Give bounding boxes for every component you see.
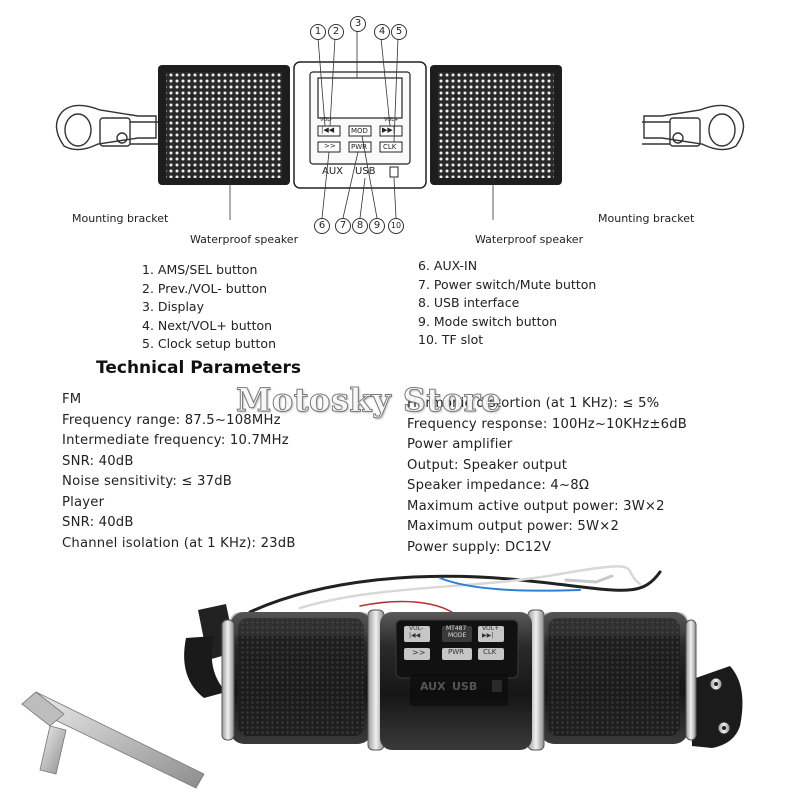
clk-button <box>379 141 403 153</box>
speaker-left <box>158 65 290 185</box>
legend-item: 2. Prev./VOL- button <box>142 280 268 296</box>
callout-2: 2 <box>328 24 344 40</box>
legend-item: 6. AUX-IN <box>418 258 478 273</box>
photo-mode-button <box>442 626 472 642</box>
param-line: SNR: 40dB <box>62 515 134 530</box>
label-speaker-left: Waterproof speaker <box>190 233 299 246</box>
callout-6: 6 <box>314 218 330 234</box>
photo-ams-button <box>404 648 430 660</box>
next-button <box>379 125 403 137</box>
params-right: Harmonic distortion (at 1 KHz): ≤ 5% Fre… <box>407 394 687 558</box>
photo-vol-minus-text: VOL- <box>409 625 424 632</box>
legend-right: 6. AUX-IN 7. Power switch/Mute button 8.… <box>418 257 596 350</box>
legend-left: 1. AMS/SEL button 2. Prev./VOL- button 3… <box>142 261 276 354</box>
callout-4: 4 <box>374 24 390 40</box>
callout-8: 8 <box>352 218 368 234</box>
callout-1: 1 <box>310 24 326 40</box>
mounting-bracket-right <box>642 104 745 151</box>
param-line: Harmonic distortion (at 1 KHz): ≤ 5% <box>407 396 660 411</box>
photo-vol-plus-symbol: ▶▶| <box>482 632 494 639</box>
param-line: SNR: 40dB <box>62 453 134 469</box>
label-bracket-left: Mounting bracket <box>72 212 169 225</box>
param-line: FM <box>62 392 82 407</box>
legend-item: 10. TF slot <box>418 332 484 347</box>
legend-item: 1. AMS/SEL button <box>142 262 258 277</box>
photo-mode-top-text: MT487 <box>446 625 467 632</box>
photo-aux-text: AUX <box>420 680 446 693</box>
store-watermark: Motosky Store <box>236 381 502 420</box>
param-line: Output: Speaker output <box>407 457 568 473</box>
hex-key-tool <box>21 691 205 789</box>
params-title: Technical Parameters <box>96 358 302 378</box>
speaker-cylinder-right <box>540 612 688 744</box>
param-line: Power amplifier <box>407 437 513 452</box>
photo-vol-plus-button <box>478 626 504 642</box>
label-speaker-right: Waterproof speaker <box>475 233 584 246</box>
ams-button-label: >> <box>324 142 336 150</box>
vol-plus-tag: VOL+ <box>384 117 399 123</box>
params-left: FM Frequency range: 87.5~108MHz Intermed… <box>62 390 296 554</box>
param-line: Channel isolation (at 1 KHz): 23dB <box>62 535 296 551</box>
handlebar-clamp-right <box>690 666 743 748</box>
photo-pwr-text: PWR <box>448 648 465 656</box>
mod-button-label: MOD <box>351 127 368 135</box>
photo-pwr-button <box>442 648 472 660</box>
photo-vol-minus-symbol: |◀◀ <box>409 632 421 639</box>
legend-item: 4. Next/VOL+ button <box>142 317 273 333</box>
usb-label: USB <box>355 166 376 177</box>
tf-slot <box>389 166 399 178</box>
clk-button-label: CLK <box>383 143 397 151</box>
photo-clk-text: CLK <box>483 648 497 656</box>
legend-item: 7. Power switch/Mute button <box>418 276 597 292</box>
param-line: Noise sensitivity: ≤ 37dB <box>62 474 233 489</box>
product-photo <box>21 565 743 789</box>
speaker-cylinder-left <box>230 612 372 744</box>
legend-item: 8. USB interface <box>418 295 520 310</box>
param-line: Maximum output power: 5W×2 <box>407 519 620 534</box>
photo-mode-text: MODE <box>448 632 467 639</box>
photo-usb-text: USB <box>452 680 478 693</box>
control-cylinder <box>380 612 532 750</box>
power-wires <box>248 565 662 619</box>
control-unit <box>229 30 494 220</box>
callout-3: 3 <box>350 16 366 32</box>
vol-minus-tag: VOL- <box>320 117 332 123</box>
label-bracket-right: Mounting bracket <box>598 212 695 225</box>
photo-vol-plus-text: VOL+ <box>482 625 500 632</box>
speaker-right <box>430 65 562 185</box>
legend-item: 3. Display <box>142 299 204 314</box>
callout-5: 5 <box>391 24 407 40</box>
callout-9: 9 <box>369 218 385 234</box>
param-line: Maximum active output power: 3W×2 <box>407 498 665 514</box>
product-diagram <box>55 30 745 220</box>
callout-10: 10 <box>388 218 404 234</box>
next-button-label: ▶▶| <box>382 126 396 134</box>
legend-item: 9. Mode switch button <box>418 313 558 329</box>
param-line: Frequency response: 100Hz~10KHz±6dB <box>407 416 688 432</box>
prev-button-label: |◀◀ <box>321 126 335 134</box>
callout-7: 7 <box>335 218 351 234</box>
mod-button <box>348 125 372 137</box>
param-line: Frequency range: 87.5~108MHz <box>62 412 281 428</box>
param-line: Intermediate frequency: 10.7MHz <box>62 433 289 448</box>
prev-button <box>317 125 341 137</box>
pwr-button-label: PWR <box>351 143 368 151</box>
param-line: Power supply: DC12V <box>407 539 552 555</box>
pwr-button <box>348 141 372 153</box>
photo-vol-minus-button <box>404 626 430 642</box>
aux-label: AUX <box>322 166 344 177</box>
mounting-bracket-left <box>55 104 158 151</box>
param-line: Speaker impedance: 4~8Ω <box>407 478 590 493</box>
photo-ams-text: >> <box>412 648 426 657</box>
photo-clk-button <box>478 648 504 660</box>
param-line: Player <box>62 494 105 510</box>
legend-item: 5. Clock setup button <box>142 336 276 351</box>
